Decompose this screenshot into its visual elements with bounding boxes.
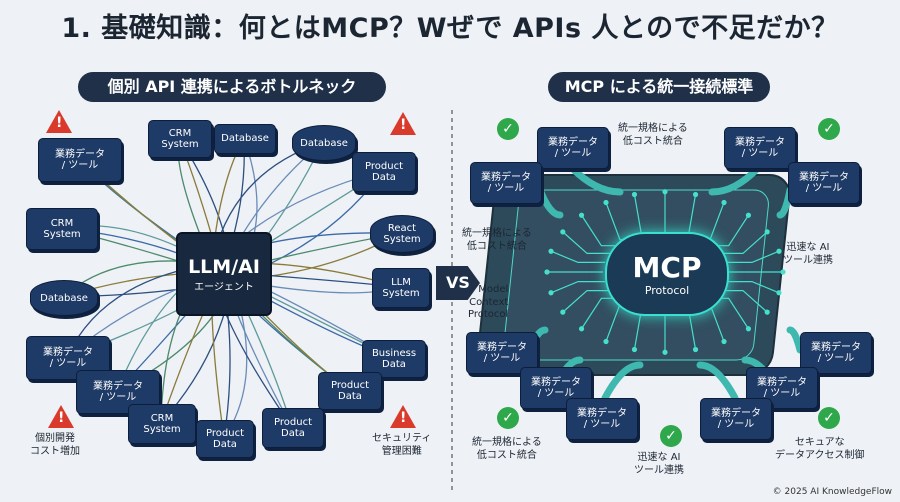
check-icon: ✓ [660, 425, 682, 447]
trace [718, 290, 768, 313]
pipe [708, 164, 762, 196]
left-node: LLM System [372, 268, 430, 308]
left-node: React System [370, 215, 434, 253]
trace-dot [764, 309, 770, 315]
trace [724, 281, 780, 294]
pipe [786, 326, 804, 354]
copyright: © 2025 AI KnowledgeFlow [772, 487, 892, 497]
pipe [601, 361, 644, 402]
trace-dot [578, 326, 585, 332]
trace-dot [631, 346, 638, 353]
warning-icon: ! [48, 405, 74, 428]
trace [562, 231, 612, 254]
warning-icon: ! [390, 405, 416, 428]
check-icon: ✓ [497, 118, 519, 140]
mcp-title: MCP [632, 251, 702, 284]
check-icon: ✓ [818, 407, 840, 429]
trace-dot [578, 212, 585, 218]
warning-icon: ! [390, 112, 416, 135]
note-right: 迅速な AI ツール連携 [783, 242, 833, 266]
left-node: CRM System [26, 208, 98, 250]
trace-dot [692, 346, 699, 353]
trace-dot [603, 338, 609, 345]
trace-dot [560, 309, 566, 315]
right-node: 業務データ / ツール [724, 127, 796, 169]
left-node: Database [214, 124, 276, 154]
left-node: CRM System [148, 120, 212, 158]
llm-agent-title: LLM/AI [188, 255, 260, 278]
left-node: Product Data [196, 420, 254, 458]
page-title: 1. 基礎知識：何とはMCP？Wぜで APIs 人とので不足だか？ [61, 13, 839, 44]
left-node: CRM System [128, 404, 196, 444]
left-node: Database [292, 125, 356, 161]
note-bottom-left: 統一規格による 低コスト統合 [472, 437, 542, 461]
warning-icon: ! [46, 110, 72, 133]
trace-dot [780, 269, 786, 275]
trace-dot [548, 248, 554, 254]
trace [562, 290, 612, 313]
right-banner: MCP による統一接続標準 [548, 72, 770, 102]
right-node: 業務データ / ツール [537, 127, 609, 169]
trace-dot [776, 248, 782, 254]
llm-agent-subtitle: エージェント [194, 281, 254, 293]
warning-label: 個別開発 コスト増加 [30, 433, 80, 457]
right-node: 業務データ / ツール [788, 162, 860, 204]
note-bottom-center: 迅速な AI ツール連携 [634, 452, 684, 476]
trace-dot [776, 290, 782, 296]
mcp-protocol-chip: MCP Protocol [605, 232, 729, 316]
trace-dot [603, 199, 609, 206]
trace-dot [745, 326, 752, 332]
trace-dot [544, 269, 550, 275]
trace [724, 250, 780, 263]
right-node: 業務データ / ツール [470, 162, 542, 204]
left-node: Product Data [352, 152, 416, 192]
note-bottom-right: セキュアな データアクセス制御 [775, 437, 865, 461]
trace [550, 250, 606, 263]
trace-dot [662, 189, 668, 195]
trace [718, 231, 768, 254]
trace-dot [662, 349, 668, 355]
check-icon: ✓ [497, 407, 519, 429]
mcp-subtitle: Protocol [644, 284, 690, 297]
left-node: Product Data [318, 372, 382, 410]
check-icon: ✓ [818, 118, 840, 140]
trace-dot [548, 290, 554, 296]
trace [550, 281, 606, 294]
note-left: 統一規格による 低コスト統合 [462, 228, 532, 252]
left-banner: 個別 API 連携によるボトルネック [78, 72, 386, 102]
pipe [696, 361, 739, 402]
right-node: 業務データ / ツール [566, 398, 638, 440]
trace-dot [764, 229, 770, 235]
left-node: Business Data [362, 340, 426, 378]
trace-dot [631, 191, 638, 198]
trace-dot [692, 191, 699, 198]
note-top: 統一規格による 低コスト統合 [618, 123, 688, 147]
trace-dot [745, 212, 752, 218]
trace-dot [560, 229, 566, 235]
left-node: 業務データ / ツール [38, 138, 122, 182]
left-node: Database [30, 280, 98, 316]
left-node: Product Data [262, 408, 324, 448]
warning-label: セキュリティ 管理困難 [372, 433, 432, 457]
right-node: 業務データ / ツール [700, 398, 772, 440]
note-model-context: Model Context Protocol [468, 284, 509, 320]
pipe [568, 164, 624, 196]
trace-dot [721, 199, 727, 206]
llm-agent-chip: LLM/AI エージェント [176, 232, 272, 316]
trace-dot [721, 338, 727, 345]
